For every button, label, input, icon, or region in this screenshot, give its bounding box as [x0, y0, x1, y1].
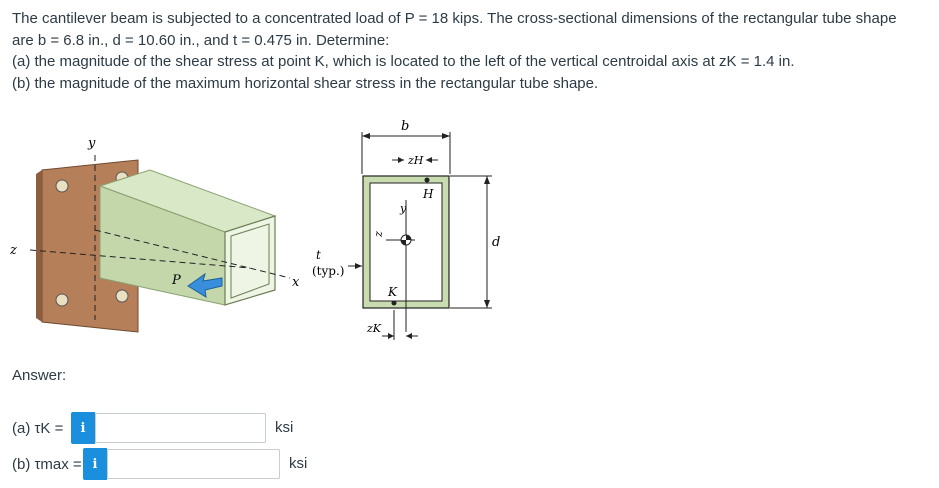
bolt-bottom-left	[55, 293, 69, 307]
load-arrow	[187, 272, 223, 298]
beam-end	[224, 215, 276, 306]
problem-statement: The cantilever beam is subjected to a co…	[12, 8, 932, 94]
problem-line-1: The cantilever beam is subjected to a co…	[12, 10, 897, 27]
info-icon-b[interactable]: i	[83, 448, 107, 480]
problem-line-4: (b) the magnitude of the maximum horizon…	[12, 74, 599, 92]
answer-b-input[interactable]	[107, 449, 280, 479]
bolt-top-left	[55, 179, 69, 193]
problem-line-3: (a) the magnitude of the shear stress at…	[12, 53, 795, 70]
point-k	[391, 300, 397, 306]
typ-label: (typ.)	[312, 264, 344, 278]
answer-b-unit: ksi	[289, 455, 308, 472]
d-label: d	[492, 235, 500, 250]
y-axis-label: y	[87, 136, 96, 151]
beam-figure: y z x P t (typ.) b zH H y z K zK d	[9, 119, 500, 340]
z-small-label: z	[372, 231, 385, 238]
k-label: K	[387, 285, 398, 299]
load-label: P	[171, 273, 181, 288]
b-label: b	[401, 119, 409, 134]
y-small-label: y	[399, 202, 407, 215]
answer-b-label: (b) τmax =	[12, 455, 82, 473]
answer-row-b: (b) τmax =	[12, 448, 82, 480]
z-axis-label: z	[9, 243, 17, 258]
answer-heading: Answer:	[12, 367, 67, 384]
zh-label: zH	[407, 154, 424, 167]
x-axis-label: x	[292, 275, 300, 290]
answer-a-unit: ksi	[275, 419, 294, 436]
t-label: t	[316, 248, 321, 262]
problem-line-2: are b = 6.8 in., d = 10.60 in., and t = …	[12, 31, 390, 49]
point-h	[424, 177, 430, 183]
bolt-bottom-right	[115, 289, 129, 303]
answer-row-a: (a) τK =	[12, 412, 63, 444]
answer-a-label: (a) τK =	[12, 419, 64, 437]
h-label: H	[422, 187, 434, 201]
answer-a-input[interactable]	[95, 413, 266, 443]
zk-label: zK	[366, 322, 382, 335]
info-icon-a[interactable]: i	[71, 412, 95, 444]
